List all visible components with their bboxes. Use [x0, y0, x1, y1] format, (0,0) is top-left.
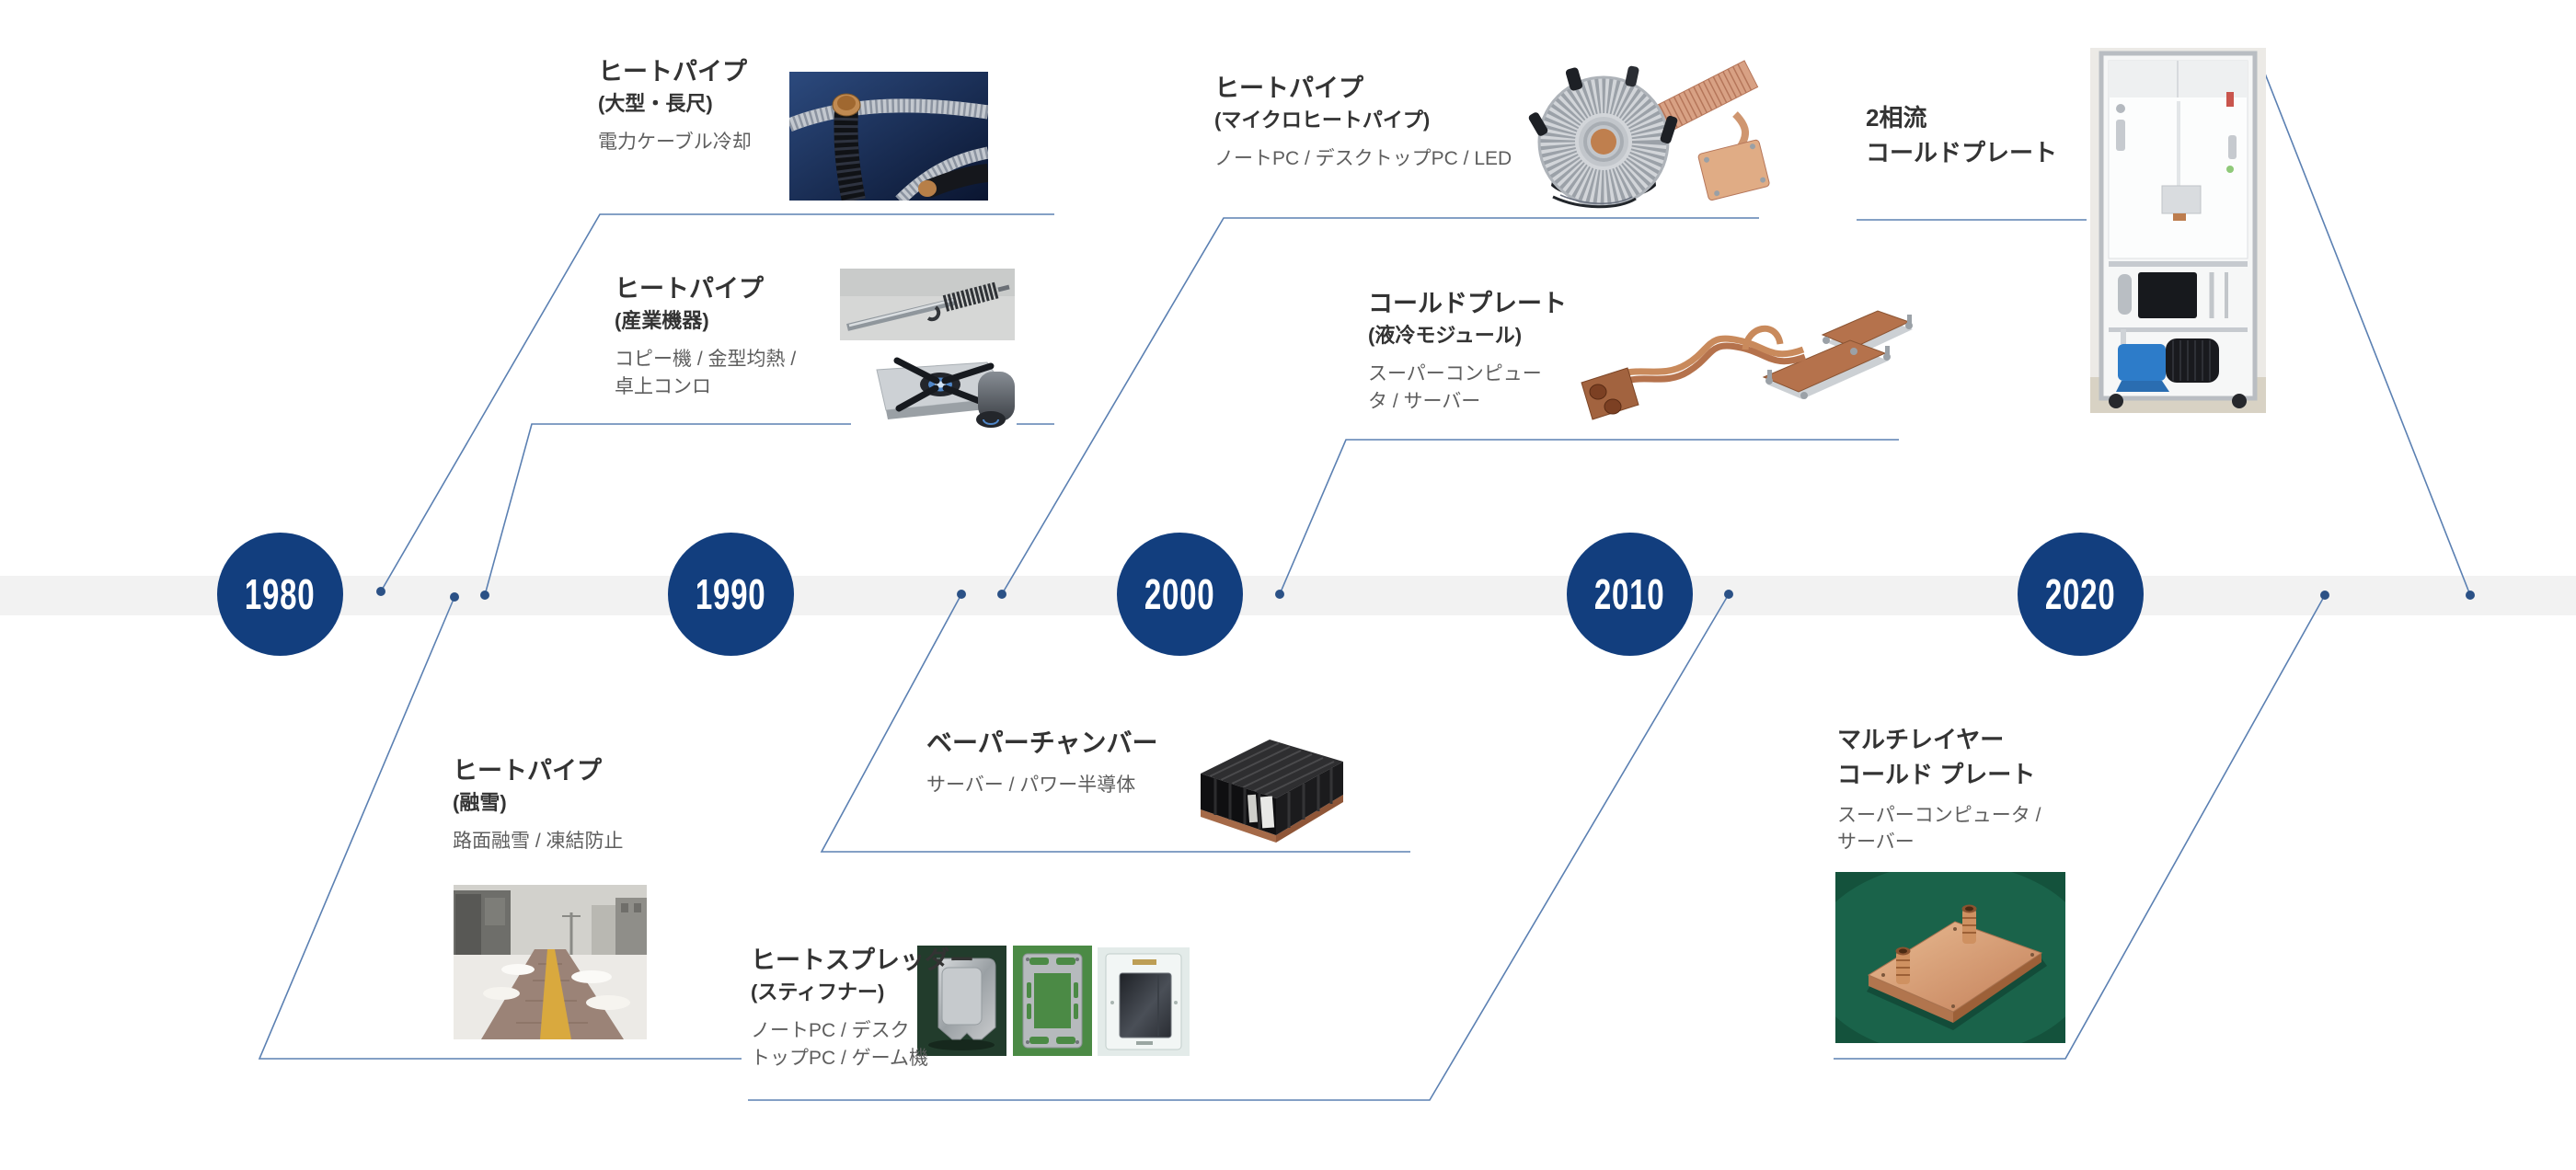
connector-cold-plate-liquid	[1275, 439, 1899, 599]
item-title: マルチレイヤー	[1837, 726, 2005, 753]
item-applications: コピー機 / 金型均熱 / 卓上コンロ	[615, 349, 797, 397]
item-title: ヒートパイプ	[453, 757, 602, 785]
item-heat-pipe-snow-melting: ヒートパイプ (融雪) 路面融雪 / 凍結防止	[453, 756, 624, 855]
item-cold-plate-liquid-cooling: コールドプレート (液冷モジュール) スーパーコンピュー タ / サーバー	[1368, 289, 1567, 415]
year-label: 2010	[1594, 570, 1665, 618]
connector-vapor-chamber	[820, 590, 1410, 853]
cpu-cooler-with-heat-pipe-module-photo	[1516, 57, 1770, 215]
item-heat-pipe-industrial: ヒートパイプ (産業機器) コピー機 / 金型均熱 / 卓上コンロ	[615, 274, 796, 400]
item-applications: スーパーコンピュー タ / サーバー	[1368, 363, 1542, 412]
item-title-line2: コールド プレート	[1837, 760, 2036, 788]
stiffener-frame-photo	[1013, 946, 1092, 1056]
item-qualifier: (産業機器)	[615, 308, 709, 332]
connector-heat-pipe-large-long	[376, 213, 1054, 596]
connector-two-phase-cold-plate	[1857, 73, 2475, 600]
corrugated-heat-pipe-cables-photo	[789, 72, 988, 201]
year-label: 1980	[245, 570, 316, 618]
item-multilayer-cold-plate: マルチレイヤー コールド プレート スーパーコンピュータ / サーバー	[1837, 725, 2041, 855]
connector-multilayer-cold-plate	[1834, 591, 2329, 1060]
item-qualifier: (スティフナー)	[751, 980, 885, 1004]
year-label: 2020	[2045, 570, 2116, 618]
timeline-band	[0, 576, 2576, 615]
year-circle-1980: 1980	[217, 533, 343, 656]
item-applications: スーパーコンピュータ / サーバー	[1837, 804, 2041, 854]
item-qualifier: (マイクロヒートパイプ)	[1214, 108, 1431, 132]
item-heat-spreader-stiffener: ヒートスプレッダー (スティフナー) ノートPC / デスク トップPC / ゲ…	[751, 946, 974, 1072]
item-title: ヒートパイプ	[1214, 75, 1363, 102]
item-qualifier: (液冷モジュール)	[1368, 323, 1523, 347]
portable-gas-stove-photo	[851, 342, 1017, 429]
connector-heat-pipe-micro	[997, 217, 1759, 599]
item-applications: ノートPC / デスク トップPC / ゲーム機	[751, 1020, 929, 1069]
year-circle-2020: 2020	[2018, 533, 2144, 656]
connector-heat-spreader	[748, 590, 1733, 1101]
item-applications: 電力ケーブル冷却	[598, 132, 752, 154]
item-heat-pipe-large-long: ヒートパイプ (大型・長尺) 電力ケーブル冷却	[598, 57, 752, 156]
year-circle-1990: 1990	[668, 533, 794, 656]
item-title: ヒートスプレッダー	[751, 946, 974, 974]
item-applications: 路面融雪 / 凍結防止	[453, 831, 624, 853]
liquid-cooling-module-render-photo	[1550, 274, 1914, 430]
finned-heat-pipe-rod-photo	[840, 269, 1015, 340]
snow-melted-sidewalk-photo	[454, 885, 647, 1039]
item-applications: ノートPC / デスクトップPC / LED	[1214, 148, 1512, 170]
item-heat-pipe-micro: ヒートパイプ (マイクロヒートパイプ) ノートPC / デスクトップPC / L…	[1214, 74, 1512, 173]
item-qualifier: (融雪)	[453, 790, 507, 814]
heat-spreader-lid-photo	[917, 946, 1006, 1056]
item-qualifier: (大型・長尺)	[598, 91, 713, 115]
item-vapor-chamber: ベーパーチャンバー サーバー / パワー半導体	[926, 727, 1157, 798]
item-title: 2相流	[1866, 104, 1927, 132]
two-phase-flow-test-rig-photo	[2090, 48, 2266, 413]
vapor-chamber-heatsink-photo	[1173, 723, 1361, 843]
year-label: 2000	[1144, 570, 1215, 618]
chip-package-photo	[1098, 947, 1190, 1056]
item-applications: サーバー / パワー半導体	[926, 774, 1136, 796]
item-title: コールドプレート	[1368, 290, 1567, 317]
connector-heat-pipe-snow-melting	[258, 592, 742, 1060]
item-title: ヒートパイプ	[598, 58, 747, 86]
year-label: 1990	[696, 570, 766, 618]
item-title: ベーパーチャンバー	[926, 728, 1158, 757]
item-two-phase-cold-plate: 2相流 コールドプレート	[1866, 103, 2057, 167]
year-circle-2000: 2000	[1117, 533, 1243, 656]
item-title: ヒートパイプ	[615, 275, 764, 303]
year-circle-2010: 2010	[1567, 533, 1693, 656]
item-title-line2: コールドプレート	[1866, 138, 2058, 166]
multilayer-cold-plate-photo	[1835, 872, 2065, 1043]
